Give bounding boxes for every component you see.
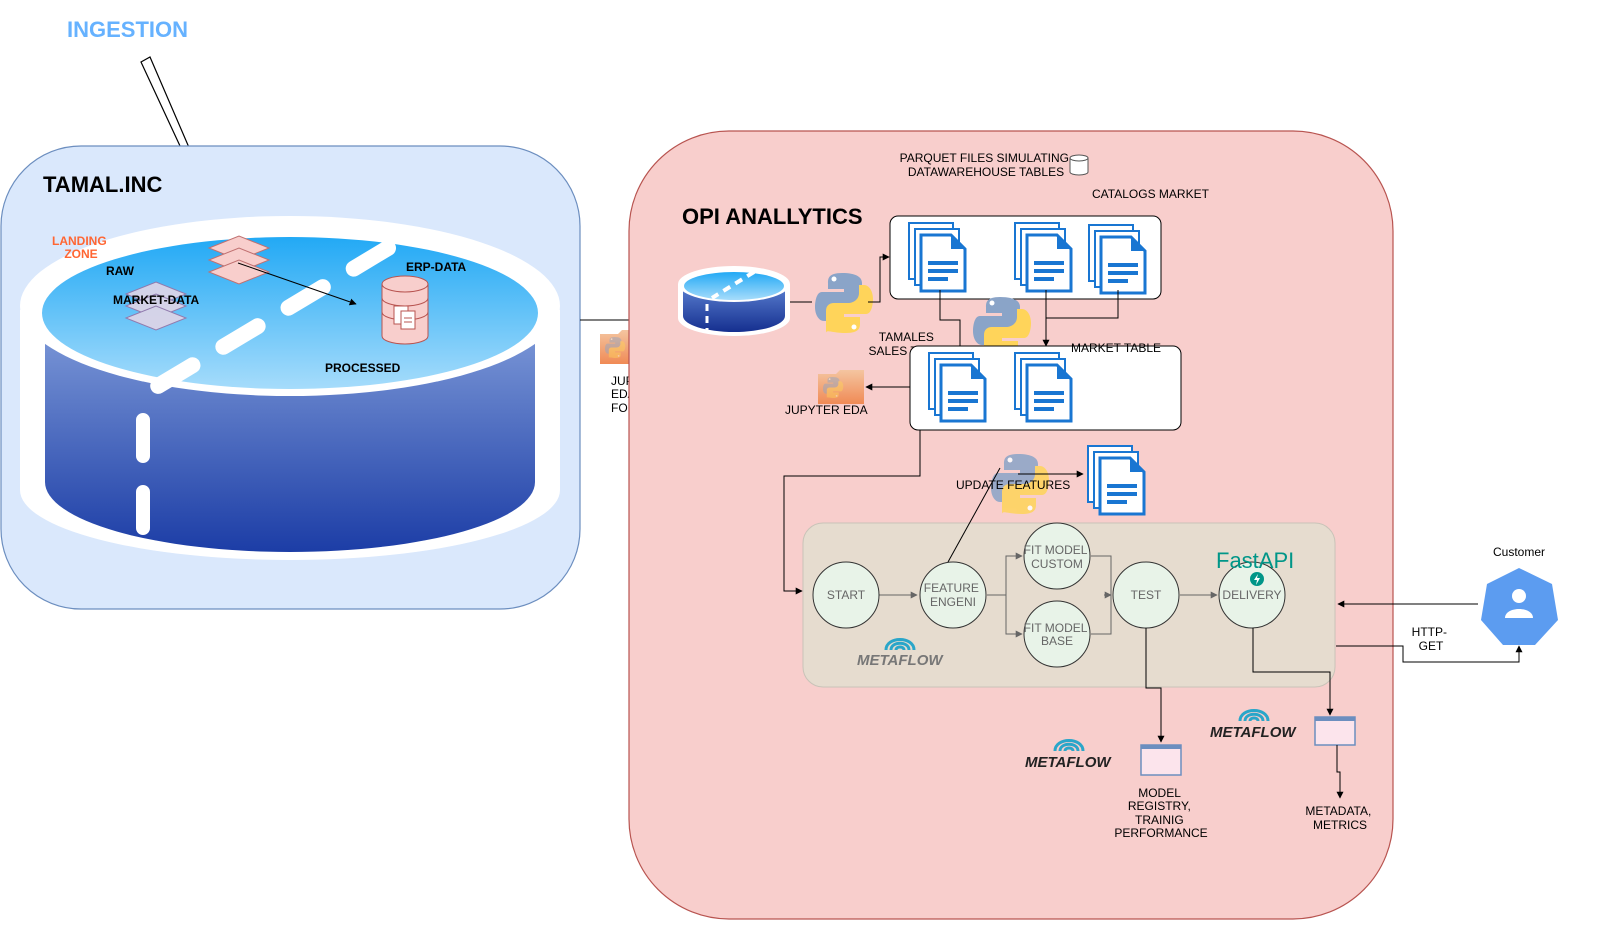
- market-data-label: MARKET-DATA: [113, 293, 200, 307]
- start-node[interactable]: START: [812, 561, 880, 629]
- svg-text:METAFLOW: METAFLOW: [857, 652, 944, 669]
- market-data-layers-icon: [124, 281, 188, 331]
- jupyter-eda-folder-icon: [818, 370, 864, 404]
- feature-node[interactable]: FEATURE ENGENI: [919, 561, 987, 629]
- data-lake-cylinder: [20, 216, 560, 560]
- update-features-label: UPDATE FEATURES: [956, 478, 1070, 492]
- fit-base-node[interactable]: FIT MODEL BASE: [1023, 600, 1091, 668]
- fastapi-bolt-icon: [1250, 572, 1264, 586]
- market-table-doc-icon: [1013, 351, 1073, 423]
- catalog-doc-icon-2: [1013, 221, 1073, 293]
- raw-to-erp-arrow: [237, 262, 357, 306]
- python-to-catalogs-arrow: [868, 253, 890, 303]
- tables-to-pipeline-arrow: [783, 430, 921, 595]
- delivery-to-metadata-arrow: [1252, 628, 1334, 716]
- catalog-doc-icon-3: [1087, 223, 1147, 295]
- processed-label: PROCESSED: [325, 361, 401, 375]
- http-get-label: HTTP- GET: [1412, 625, 1451, 653]
- features-doc-icon: [1086, 444, 1146, 516]
- metaflow-logo-pipeline: METAFLOW: [857, 638, 944, 669]
- feature-node-label: FEATURE ENGENI: [924, 581, 982, 609]
- raw-label: RAW: [106, 264, 135, 278]
- test-to-registry-arrow: [1145, 628, 1165, 743]
- fit-custom-node-label: FIT MODEL CUSTOM: [1024, 543, 1091, 571]
- opi-storage-cylinder: [678, 266, 790, 336]
- http-get-bg: [1410, 624, 1452, 654]
- test-node[interactable]: TEST: [1112, 561, 1180, 629]
- base-to-test-arrow: [1091, 595, 1112, 635]
- market-table-label: MARKET TABLE: [1071, 341, 1161, 355]
- metadata-label: METADATA, METRICS: [1305, 804, 1374, 832]
- delivery-node[interactable]: DELIVERY: [1218, 561, 1286, 629]
- catalogs-market-label: CATALOGS MARKET: [1092, 187, 1210, 201]
- test-node-label: TEST: [1131, 588, 1162, 602]
- feature-to-update-line: [947, 467, 1001, 563]
- metadata-icon: [1314, 716, 1356, 746]
- feature-to-base-arrow: [1005, 595, 1023, 638]
- customer-user-icon[interactable]: [1481, 568, 1558, 645]
- fastapi-logo: FastAPI: [1216, 548, 1294, 573]
- metaflow-logo-registry: METAFLOW: [1025, 739, 1112, 771]
- opi-title: OPI ANALLYTICS: [682, 204, 863, 229]
- svg-text:METAFLOW: METAFLOW: [1210, 724, 1297, 741]
- ingestion-title: INGESTION: [67, 17, 188, 42]
- customer-label: Customer: [1493, 545, 1545, 559]
- catalog-to-sales-arrow: [939, 290, 964, 353]
- tamal-title: TAMAL.INC: [43, 172, 162, 197]
- parquet-db-icon: [1069, 154, 1089, 176]
- fit-custom-node[interactable]: FIT MODEL CUSTOM: [1023, 522, 1091, 590]
- feature-to-custom-arrow: [987, 552, 1023, 596]
- jupyter-eda-label: JUPYTER EDA: [785, 403, 868, 417]
- start-node-label: START: [827, 588, 866, 602]
- custom-to-test-arrow: [1091, 555, 1112, 595]
- model-registry-icon: [1140, 744, 1182, 776]
- landing-zone-label: LANDING ZONE: [52, 234, 110, 261]
- delivery-node-label: DELIVERY: [1222, 588, 1281, 602]
- parquet-note: PARQUET FILES SIMULATING DATAWAREHOUSE T…: [900, 151, 1073, 179]
- erp-data-label: ERP-DATA: [406, 260, 467, 274]
- delivery-response-arrow: [1336, 645, 1523, 663]
- metadata-down-arrow: [1336, 745, 1344, 799]
- metaflow-logo-metadata: METAFLOW: [1210, 709, 1297, 741]
- fit-base-node-label: FIT MODEL BASE: [1024, 621, 1091, 648]
- svg-text:METAFLOW: METAFLOW: [1025, 754, 1112, 771]
- sales-table-doc-icon: [927, 351, 987, 423]
- erp-database-icon: [381, 275, 429, 345]
- catalog-doc-icon-1: [907, 221, 967, 293]
- model-registry-label: MODEL REGISTRY, TRAINIG PERFORMANCE: [1114, 786, 1207, 840]
- catalog-to-market-arrow-b: [1046, 290, 1119, 319]
